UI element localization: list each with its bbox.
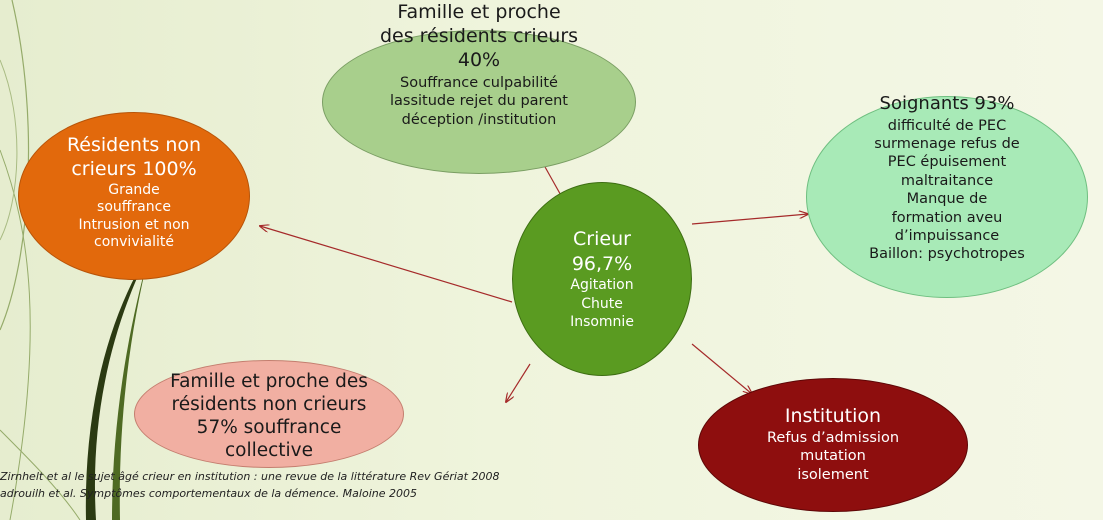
node-body: Souffrance culpabilité lassitude rejet d…: [390, 74, 568, 128]
node-title: Soignants 93%: [880, 93, 1015, 115]
title-line: Soignants 93%: [879, 93, 1015, 114]
title-line: Famille et proche des: [170, 370, 368, 392]
body-line: lassitude rejet du parent: [389, 93, 568, 110]
node-body: Refus d’admission mutation isolement: [767, 429, 899, 486]
body-line: formation aveu: [891, 209, 1003, 226]
body-line: mutation: [800, 448, 866, 465]
title-line: Famille et proche: [397, 1, 561, 23]
node-institution: Institution Refus d’admission mutation i…: [698, 378, 968, 512]
node-title: Famille et proche des résidents non crie…: [170, 370, 368, 463]
node-extra: Baillon: psychotropes: [869, 246, 1025, 263]
title-line: Crieur: [573, 228, 631, 251]
body-line: maltraitance: [900, 172, 994, 189]
node-title: Institution: [785, 405, 881, 429]
title-line: résidents non crieurs: [171, 393, 367, 415]
title-line: Résidents non: [66, 134, 202, 157]
node-title: Famille et proche des résidents crieurs …: [380, 1, 578, 72]
node-title: Résidents non crieurs 100%: [67, 134, 201, 182]
title-line: crieurs 100%: [71, 158, 197, 180]
body-line: Agitation: [570, 277, 634, 294]
title-line: collective: [224, 440, 314, 462]
node-residents-non-crieurs: Résidents non crieurs 100% Grande souffr…: [18, 112, 250, 280]
arrow-to-institution: [691, 343, 752, 394]
title-line: 57% souffrance: [196, 417, 342, 438]
body-line: PEC épuisement: [887, 154, 1007, 171]
node-crieur: Crieur 96,7% Agitation Chute Insomnie: [512, 182, 692, 376]
body-line: convivialité: [94, 234, 174, 251]
body-line: Refus d’admission: [766, 429, 900, 446]
node-famille-crieurs: Famille et proche des résidents crieurs …: [322, 1, 636, 174]
body-line: Chute: [581, 295, 623, 312]
body-line: souffrance: [97, 199, 171, 216]
node-famille-non-crieurs: Famille et proche des résidents non crie…: [134, 360, 404, 468]
body-line: Grande: [108, 181, 160, 198]
body-line: isolement: [797, 467, 869, 484]
node-body: Grande souffrance Intrusion et non convi…: [78, 182, 189, 252]
reference-line: adrouilh et al. Symptômes comportementau…: [0, 487, 417, 501]
body-line: difficulté de PEC: [887, 117, 1007, 134]
title-line: des résidents crieurs: [379, 24, 579, 47]
references: Zirnhelt et al le sujet âgé crieur en in…: [0, 468, 700, 502]
title-line: Institution: [784, 404, 882, 427]
body-line: Insomnie: [570, 313, 634, 330]
body-line: Souffrance culpabilité: [400, 75, 558, 92]
node-title: Crieur 96,7%: [572, 227, 632, 276]
arrow-to-soignants: [691, 214, 808, 225]
arrow-to-residents: [260, 226, 513, 303]
body-line: Manque de: [906, 191, 988, 208]
title-line: 40%: [457, 48, 501, 71]
body-line: surmenage refus de: [874, 136, 1020, 152]
reference-line: Zirnhelt et al le sujet âgé crieur en in…: [0, 470, 500, 483]
arrow-to-famille-non-crieurs: [506, 363, 531, 402]
body-line: déception /institution: [401, 111, 557, 128]
node-body: difficulté de PEC surmenage refus de PEC…: [874, 117, 1019, 246]
node-body: Agitation Chute Insomnie: [570, 276, 634, 331]
title-line: 96,7%: [571, 252, 633, 275]
node-soignants: Soignants 93% difficulté de PEC surmenag…: [806, 93, 1088, 298]
body-line: Intrusion et non: [78, 216, 190, 233]
body-line: d’impuissance: [894, 228, 1000, 245]
